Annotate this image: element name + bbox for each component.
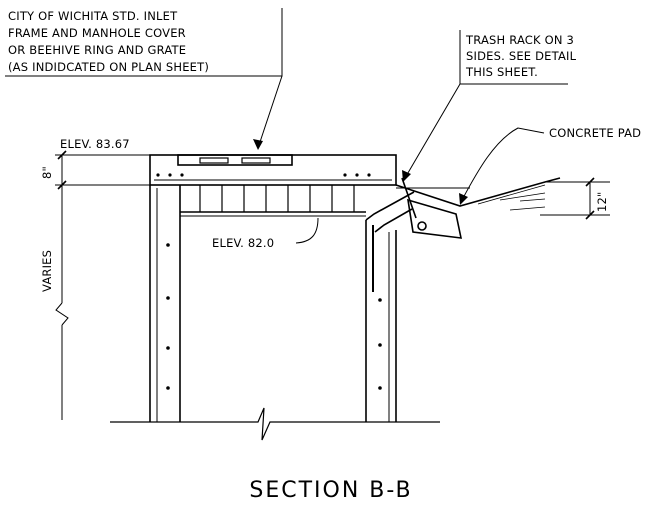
inlet-callout-line-3: OR BEEHIVE RING AND GRATE	[8, 43, 186, 57]
inner-elevation-label: ELEV. 82.0	[212, 236, 274, 250]
inlet-frame-lug-left	[199, 157, 229, 164]
pad-dim-tick-bottom	[585, 210, 595, 220]
pad-depth-dimension: 12"	[540, 177, 610, 220]
concrete-pad-surface	[395, 177, 561, 207]
trash-rack-leader-arrow	[402, 170, 411, 182]
left-wall	[149, 185, 181, 422]
slab-dim-tick-top	[57, 150, 67, 160]
inlet-callout-line-2: FRAME AND MANHOLE COVER	[8, 26, 186, 40]
trash-rack-line-1: TRASH RACK ON 3	[465, 33, 574, 47]
inlet-callout-line-1: CITY OF WICHITA STD. INLET	[8, 9, 178, 23]
concrete-pad-callout: CONCRETE PAD	[459, 126, 641, 205]
grate-dividers	[199, 185, 355, 212]
trash-rack-callout: TRASH RACK ON 3 SIDES. SEE DETAIL THIS S…	[402, 30, 577, 182]
rack-hinge	[417, 221, 427, 231]
right-wall-dots	[378, 298, 382, 390]
inlet-leader-arrow	[253, 139, 263, 150]
slab-rebar-dots	[156, 173, 371, 177]
ground-hatch	[477, 184, 546, 211]
concrete-pad-arrow	[459, 193, 468, 205]
top-elevation-annotation: ELEV. 83.67	[55, 137, 150, 156]
wall-dim-break	[55, 302, 69, 326]
inlet-frame-callout: CITY OF WICHITA STD. INLET FRAME AND MAN…	[5, 8, 283, 150]
right-wall	[365, 220, 397, 422]
trash-rack-line-3: THIS SHEET.	[465, 65, 538, 79]
outlet-pipe-top	[365, 191, 415, 221]
slab-dimension: 8"	[40, 150, 150, 190]
inlet-callout-line-4: (AS INDIDCATED ON PLAN SHEET)	[8, 60, 209, 74]
bottom-break-line	[110, 407, 440, 441]
trash-rack-leader-line	[404, 83, 461, 179]
inner-elevation-leader	[295, 217, 319, 244]
inlet-frame-lug-right	[241, 157, 271, 164]
top-slab	[149, 154, 397, 186]
concrete-pad-label: CONCRETE PAD	[549, 126, 641, 140]
left-wall-dots	[166, 243, 170, 390]
outlet-assembly	[365, 177, 463, 239]
top-elevation-label: ELEV. 83.67	[60, 137, 130, 151]
rack-bar	[401, 177, 417, 219]
inlet-leader-line	[257, 75, 283, 149]
ground-surface	[395, 177, 561, 211]
pad-dim-tick-top	[585, 177, 595, 187]
trash-rack-line-2: SIDES. SEE DETAIL	[466, 49, 577, 63]
slab-thickness-label: 8"	[40, 166, 54, 179]
inlet-frame	[177, 154, 293, 166]
wall-height-dimension: VARIES	[40, 185, 69, 420]
outlet-pipe-bottom	[374, 208, 413, 233]
section-title: SECTION B-B	[249, 478, 412, 503]
wall-height-label: VARIES	[40, 250, 54, 292]
trash-rack-plate	[407, 198, 463, 239]
concrete-pad-leader	[461, 127, 545, 201]
pad-depth-label: 12"	[595, 191, 609, 212]
inner-elevation-annotation: ELEV. 82.0	[212, 217, 319, 250]
grate-bars	[180, 185, 366, 217]
